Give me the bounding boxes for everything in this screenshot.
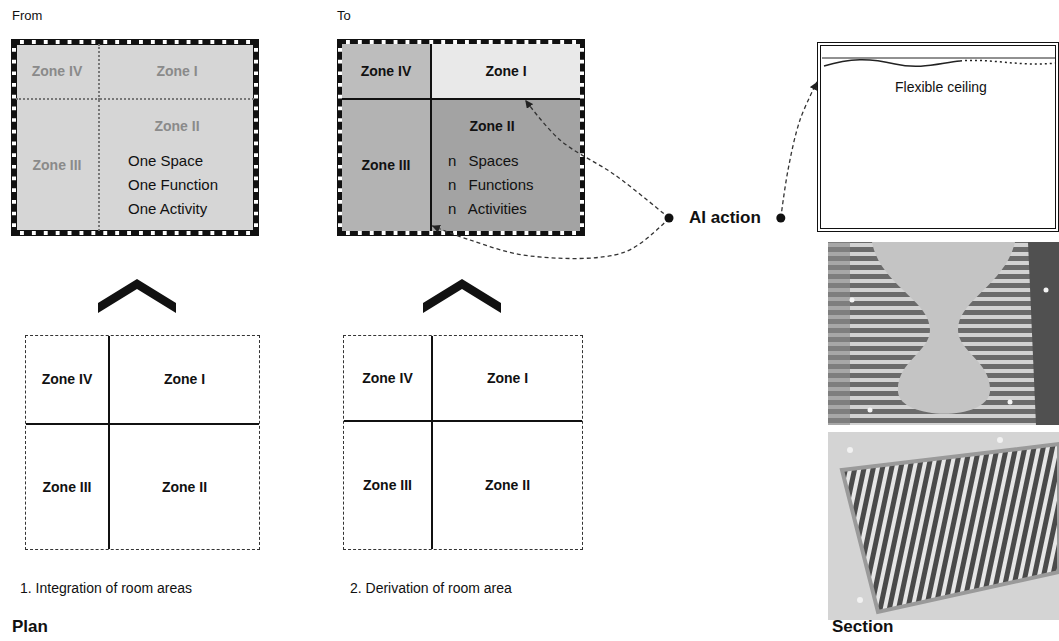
arrow-origin-dot — [776, 214, 785, 223]
text-holder: Zone II — [448, 118, 536, 135]
text-holder: 2. Derivation of room area — [350, 580, 512, 596]
text-holder: Zone I — [485, 63, 526, 80]
zone-cell: Zone I — [110, 336, 259, 425]
frame-heading: 2. Derivation of room area — [350, 580, 512, 596]
text-holder: Zone IV — [361, 63, 412, 80]
ceiling-photo — [828, 242, 1059, 425]
zone-label: Zone II — [485, 477, 530, 494]
text-holder: AI action — [679, 207, 771, 229]
zone-label: Zone IV — [362, 370, 413, 387]
text-holder: Zone IV — [362, 370, 413, 387]
zone-cell: Zone IV — [342, 44, 432, 100]
text-holder: Zone I — [156, 63, 197, 80]
frame-heading: 1. Integration of room areas — [20, 580, 192, 596]
text-holder: Zone III — [363, 477, 412, 494]
zone-cell: Zone II One Space One Function One Activi… — [100, 100, 254, 231]
plan-frame: 1. Integration of room areasZone IVZone … — [25, 335, 260, 550]
zone-label: Zone III — [363, 477, 412, 494]
zone-cell: Zone I — [433, 336, 582, 422]
zone-cell: Zone I — [432, 44, 580, 100]
zone-cell: Zone II n Spaces n Functions n Activities — [432, 100, 580, 231]
zone-cell: Zone IV — [344, 336, 433, 422]
zone-cell: Zone III — [342, 100, 432, 231]
zone-cell: Zone III — [344, 422, 433, 549]
zone-cell: Zone IV — [16, 44, 100, 100]
text-holder: 1. Integration of room areas — [20, 580, 192, 596]
zone-label: Zone IV — [42, 371, 93, 388]
zone-label: Zone I — [487, 370, 528, 387]
zone-cell: Zone III — [16, 100, 100, 231]
text-holder: Zone III — [362, 157, 411, 174]
text-holder: Zone I — [164, 371, 205, 388]
dashed-arrow — [781, 82, 817, 218]
plan-frame: ToZone IVZone IZone IIn Spaces n Functio… — [338, 40, 584, 235]
text-holder: One Space One Function One Activity — [128, 135, 226, 221]
zone-label: Zone III — [362, 157, 411, 174]
ceiling-photo — [828, 432, 1059, 620]
chevron-arrow — [98, 279, 176, 313]
zone-label: Zone III — [43, 479, 92, 496]
plan-frame: FromZone IVZone IZone IIOne Space One Fu… — [12, 40, 258, 235]
view-title: Plan — [12, 617, 48, 637]
zone-label: Zone III — [33, 157, 82, 174]
chevron-arrow — [423, 279, 501, 313]
text-holder: Zone II — [154, 118, 199, 135]
arrow-origin-dot — [665, 214, 674, 223]
text-holder: Zone II — [162, 479, 207, 496]
zone-label: Zone II — [162, 479, 207, 496]
zone-label: Zone II — [154, 118, 199, 135]
section-box: Flexible ceiling — [817, 42, 1059, 232]
zone-label: Zone IV — [32, 63, 83, 80]
action-label: AI action — [679, 207, 771, 229]
zone-cell: Zone III — [26, 425, 110, 549]
plan-frame: 2. Derivation of room areaZone IVZone IZ… — [343, 335, 583, 550]
dashed-arrow — [432, 218, 669, 259]
zone-cell: Zone I — [100, 44, 254, 100]
text-holder: Zone II — [485, 477, 530, 494]
text-holder: Flexible ceiling — [895, 79, 1055, 96]
text-holder: Section — [832, 617, 893, 637]
frame-heading: To — [337, 8, 351, 24]
text-holder: Zone I — [487, 370, 528, 387]
view-title: Section — [832, 617, 893, 637]
text-holder: To — [337, 8, 351, 24]
text-holder: Zone IV — [32, 63, 83, 80]
zone-label: Zone I — [164, 371, 205, 388]
zone-label: Zone II — [448, 118, 536, 135]
action-node: AI action — [669, 207, 781, 229]
text-holder: Zone III — [43, 479, 92, 496]
dashed-arrow — [525, 100, 669, 218]
text-holder: Plan — [12, 617, 48, 637]
zone-cell: Zone IV — [26, 336, 110, 425]
zone-cell: Zone II — [433, 422, 582, 549]
text-holder: Zone IV — [42, 371, 93, 388]
frame-heading: From — [12, 8, 42, 24]
ceiling-line — [822, 58, 1056, 59]
text-holder: From — [12, 8, 42, 24]
zone-description: n Spaces n Functions n Activities — [448, 149, 536, 221]
zone-label: Zone IV — [361, 63, 412, 80]
zone-cell: Zone II — [110, 425, 259, 549]
text-holder: Zone III — [33, 157, 82, 174]
flexible-ceiling-wave — [824, 60, 960, 67]
zone-label: Zone I — [156, 63, 197, 80]
text-holder: n Spaces n Functions n Activities — [448, 135, 536, 221]
callout-label: Flexible ceiling — [895, 79, 1055, 96]
flexible-ceiling-wave — [960, 60, 1056, 64]
zone-description: One Space One Function One Activity — [128, 149, 226, 221]
zone-label: Zone I — [485, 63, 526, 80]
